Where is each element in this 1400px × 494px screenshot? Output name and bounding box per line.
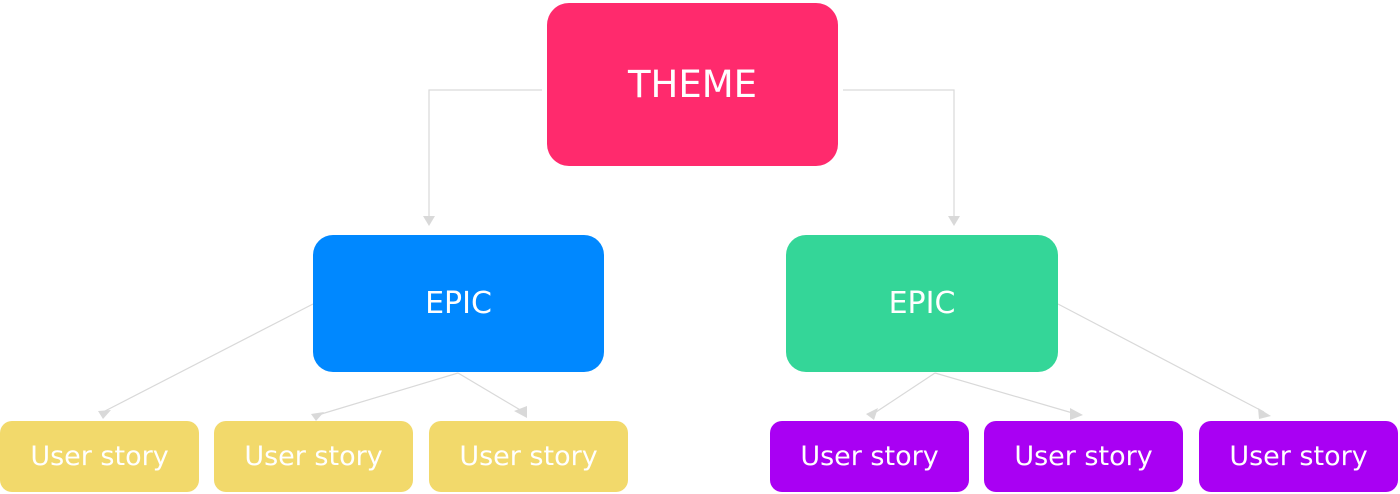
arrowhead-story-5 <box>1070 408 1083 420</box>
user-story-box: User story <box>429 421 628 492</box>
connector-epic-left-story-2 <box>317 372 459 416</box>
connector-epic-left-story-1 <box>104 303 314 412</box>
arrowhead-story-3 <box>514 406 527 418</box>
connector-epic-right-story-4 <box>872 372 936 415</box>
user-story-label: User story <box>459 441 598 472</box>
user-story-label: User story <box>800 441 939 472</box>
user-story-box: User story <box>0 421 199 492</box>
connector-epic-left-story-3 <box>457 372 523 412</box>
arrowhead-story-1 <box>98 410 111 419</box>
user-story-label: User story <box>1014 441 1153 472</box>
connector-theme-epic-left <box>428 89 542 220</box>
user-story-box: User story <box>1199 421 1398 492</box>
theme-box: THEME <box>547 3 838 166</box>
epic-label: EPIC <box>425 286 492 321</box>
arrowhead-epic-right <box>948 216 960 226</box>
user-story-box: User story <box>214 421 413 492</box>
arrowhead-story-4 <box>866 408 878 420</box>
connector-epic-right-story-5 <box>934 372 1077 415</box>
connector-theme-epic-right <box>843 89 955 220</box>
epic-label: EPIC <box>888 286 956 321</box>
arrowhead-story-6 <box>1258 408 1271 419</box>
arrowhead-epic-left <box>423 216 435 226</box>
user-story-box: User story <box>770 421 969 492</box>
connector-epic-right-story-6 <box>1057 303 1265 413</box>
user-story-label: User story <box>244 441 383 472</box>
arrowhead-story-2 <box>311 412 324 421</box>
theme-label: THEME <box>627 63 758 106</box>
user-story-box: User story <box>984 421 1183 492</box>
user-story-label: User story <box>30 441 169 472</box>
user-story-label: User story <box>1229 441 1368 472</box>
epic-box-left: EPIC <box>313 235 604 372</box>
epic-box-right: EPIC <box>786 235 1058 372</box>
